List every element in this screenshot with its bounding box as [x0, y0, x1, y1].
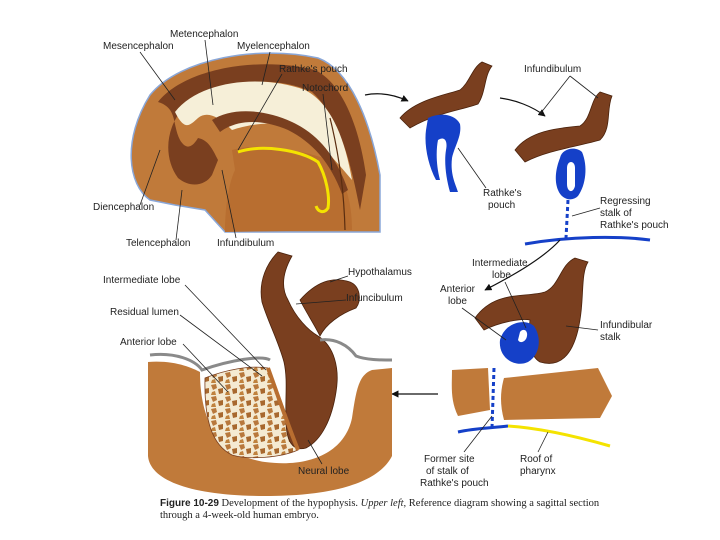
label-stage3-infundibulum: Infundibulum	[524, 64, 581, 75]
stage2-infundibulum	[399, 61, 493, 129]
sella-turcica	[148, 361, 392, 496]
stage2-diagram	[399, 61, 493, 192]
reference-pharynx-line	[237, 146, 330, 214]
reference-labels: Metencephalon Mesencephalon Myelencephal…	[93, 29, 348, 249]
stage4-mesenchyme-right	[501, 368, 612, 420]
label-stage4-infundibular-1: Infundibular	[600, 320, 653, 331]
arrow-stage3-to-stage4	[484, 239, 561, 291]
label-final-residual-lumen: Residual lumen	[110, 307, 179, 318]
label-telencephalon: Telencephalon	[126, 238, 191, 249]
caption-text-a: Development of the hypophysis.	[221, 498, 359, 509]
label-notochord: Notochord	[302, 83, 348, 94]
label-stage4-intermediate-1: Intermediate	[472, 258, 528, 269]
label-stage2-rathke-1: Rathke's	[483, 188, 522, 199]
label-stage4-former-3: Rathke's pouch	[420, 478, 489, 489]
caption-line-1: Figure 10-29 Development of the hypophys…	[160, 498, 620, 510]
label-stage4-former-2: of stalk of	[426, 466, 469, 477]
label-stage2-rathke-2: pouch	[488, 200, 515, 211]
label-rathkes-pouch-ref: Rathke's pouch	[279, 64, 348, 75]
label-final-neural-lobe: Neural lobe	[298, 466, 350, 477]
arrow-ref-to-stage2	[364, 93, 409, 102]
final-hypophysis-diagram	[148, 251, 393, 496]
stage3-rathke-lumen	[567, 162, 575, 192]
stage4-pharynx-yellow	[507, 424, 611, 448]
stage3-infundibulum	[514, 91, 613, 163]
hindbrain-inner-wall	[212, 111, 348, 194]
stage3-diagram	[514, 91, 651, 246]
final-hypothalamus	[299, 279, 360, 337]
label-stage4-intermediate-2: lobe	[492, 270, 511, 281]
caption-line-2: through a 4-week-old human embryo.	[160, 510, 319, 521]
label-final-infundibulum: Infuncibulum	[346, 293, 403, 304]
final-intermediate-lobe	[266, 367, 300, 451]
figure-caption: Figure 10-29 Development of the hypophys…	[160, 498, 620, 522]
reference-notochord	[329, 117, 346, 231]
stage4-former-stalk	[490, 367, 496, 429]
label-stage4-anterior-1: Anterior	[440, 284, 476, 295]
label-stage4-roof-1: Roof of	[520, 454, 552, 465]
final-meninges	[149, 338, 393, 372]
label-myelencephalon: Myelencephalon	[237, 41, 310, 52]
stage2-rathke-pouch	[425, 114, 461, 192]
label-diencephalon: Diencephalon	[93, 202, 154, 213]
label-mesencephalon: Mesencephalon	[103, 41, 174, 52]
label-stage3-regressing-2: stalk of	[600, 208, 632, 219]
label-stage4-infundibular-2: stalk	[600, 332, 622, 343]
label-stage3-regressing-3: Rathke's pouch	[600, 220, 669, 231]
stage4-residual-lumen	[518, 329, 528, 343]
caption-figure-number: Figure 10-29	[160, 498, 219, 509]
stage4-diagram	[451, 257, 612, 448]
final-neural-lobe	[260, 251, 338, 450]
stage4-anterior-lobe	[499, 322, 539, 364]
label-infundibulum-ref: Infundibulum	[217, 238, 274, 249]
label-final-intermediate: Intermediate lobe	[103, 275, 181, 286]
label-stage4-anterior-2: lobe	[448, 296, 467, 307]
brain-lumen	[175, 81, 352, 180]
reference-embryo-section	[130, 52, 381, 233]
caption-text-b: Reference diagram showing a sagittal sec…	[408, 498, 600, 509]
label-stage4-former-1: Former site	[424, 454, 475, 465]
stage3-pharynx-roof	[524, 235, 651, 246]
stage4-pharynx-blue	[457, 424, 509, 434]
arrow-stage2-to-stage3	[499, 97, 546, 117]
label-stage3-regressing-1: Regressing	[600, 196, 651, 207]
label-final-anterior-lobe: Anterior lobe	[120, 337, 177, 348]
neural-tube-wall	[158, 64, 366, 210]
caption-text-italic: Upper left,	[360, 498, 407, 509]
label-stage4-roof-2: pharynx	[520, 466, 556, 477]
stage4-mesenchyme-left	[451, 368, 490, 416]
label-metencephalon: Metencephalon	[170, 29, 238, 40]
stage4-infundibular-stalk	[474, 257, 589, 364]
stage3-regressing-stalk	[564, 199, 570, 239]
label-final-hypothalamus: Hypothalamus	[348, 267, 412, 278]
